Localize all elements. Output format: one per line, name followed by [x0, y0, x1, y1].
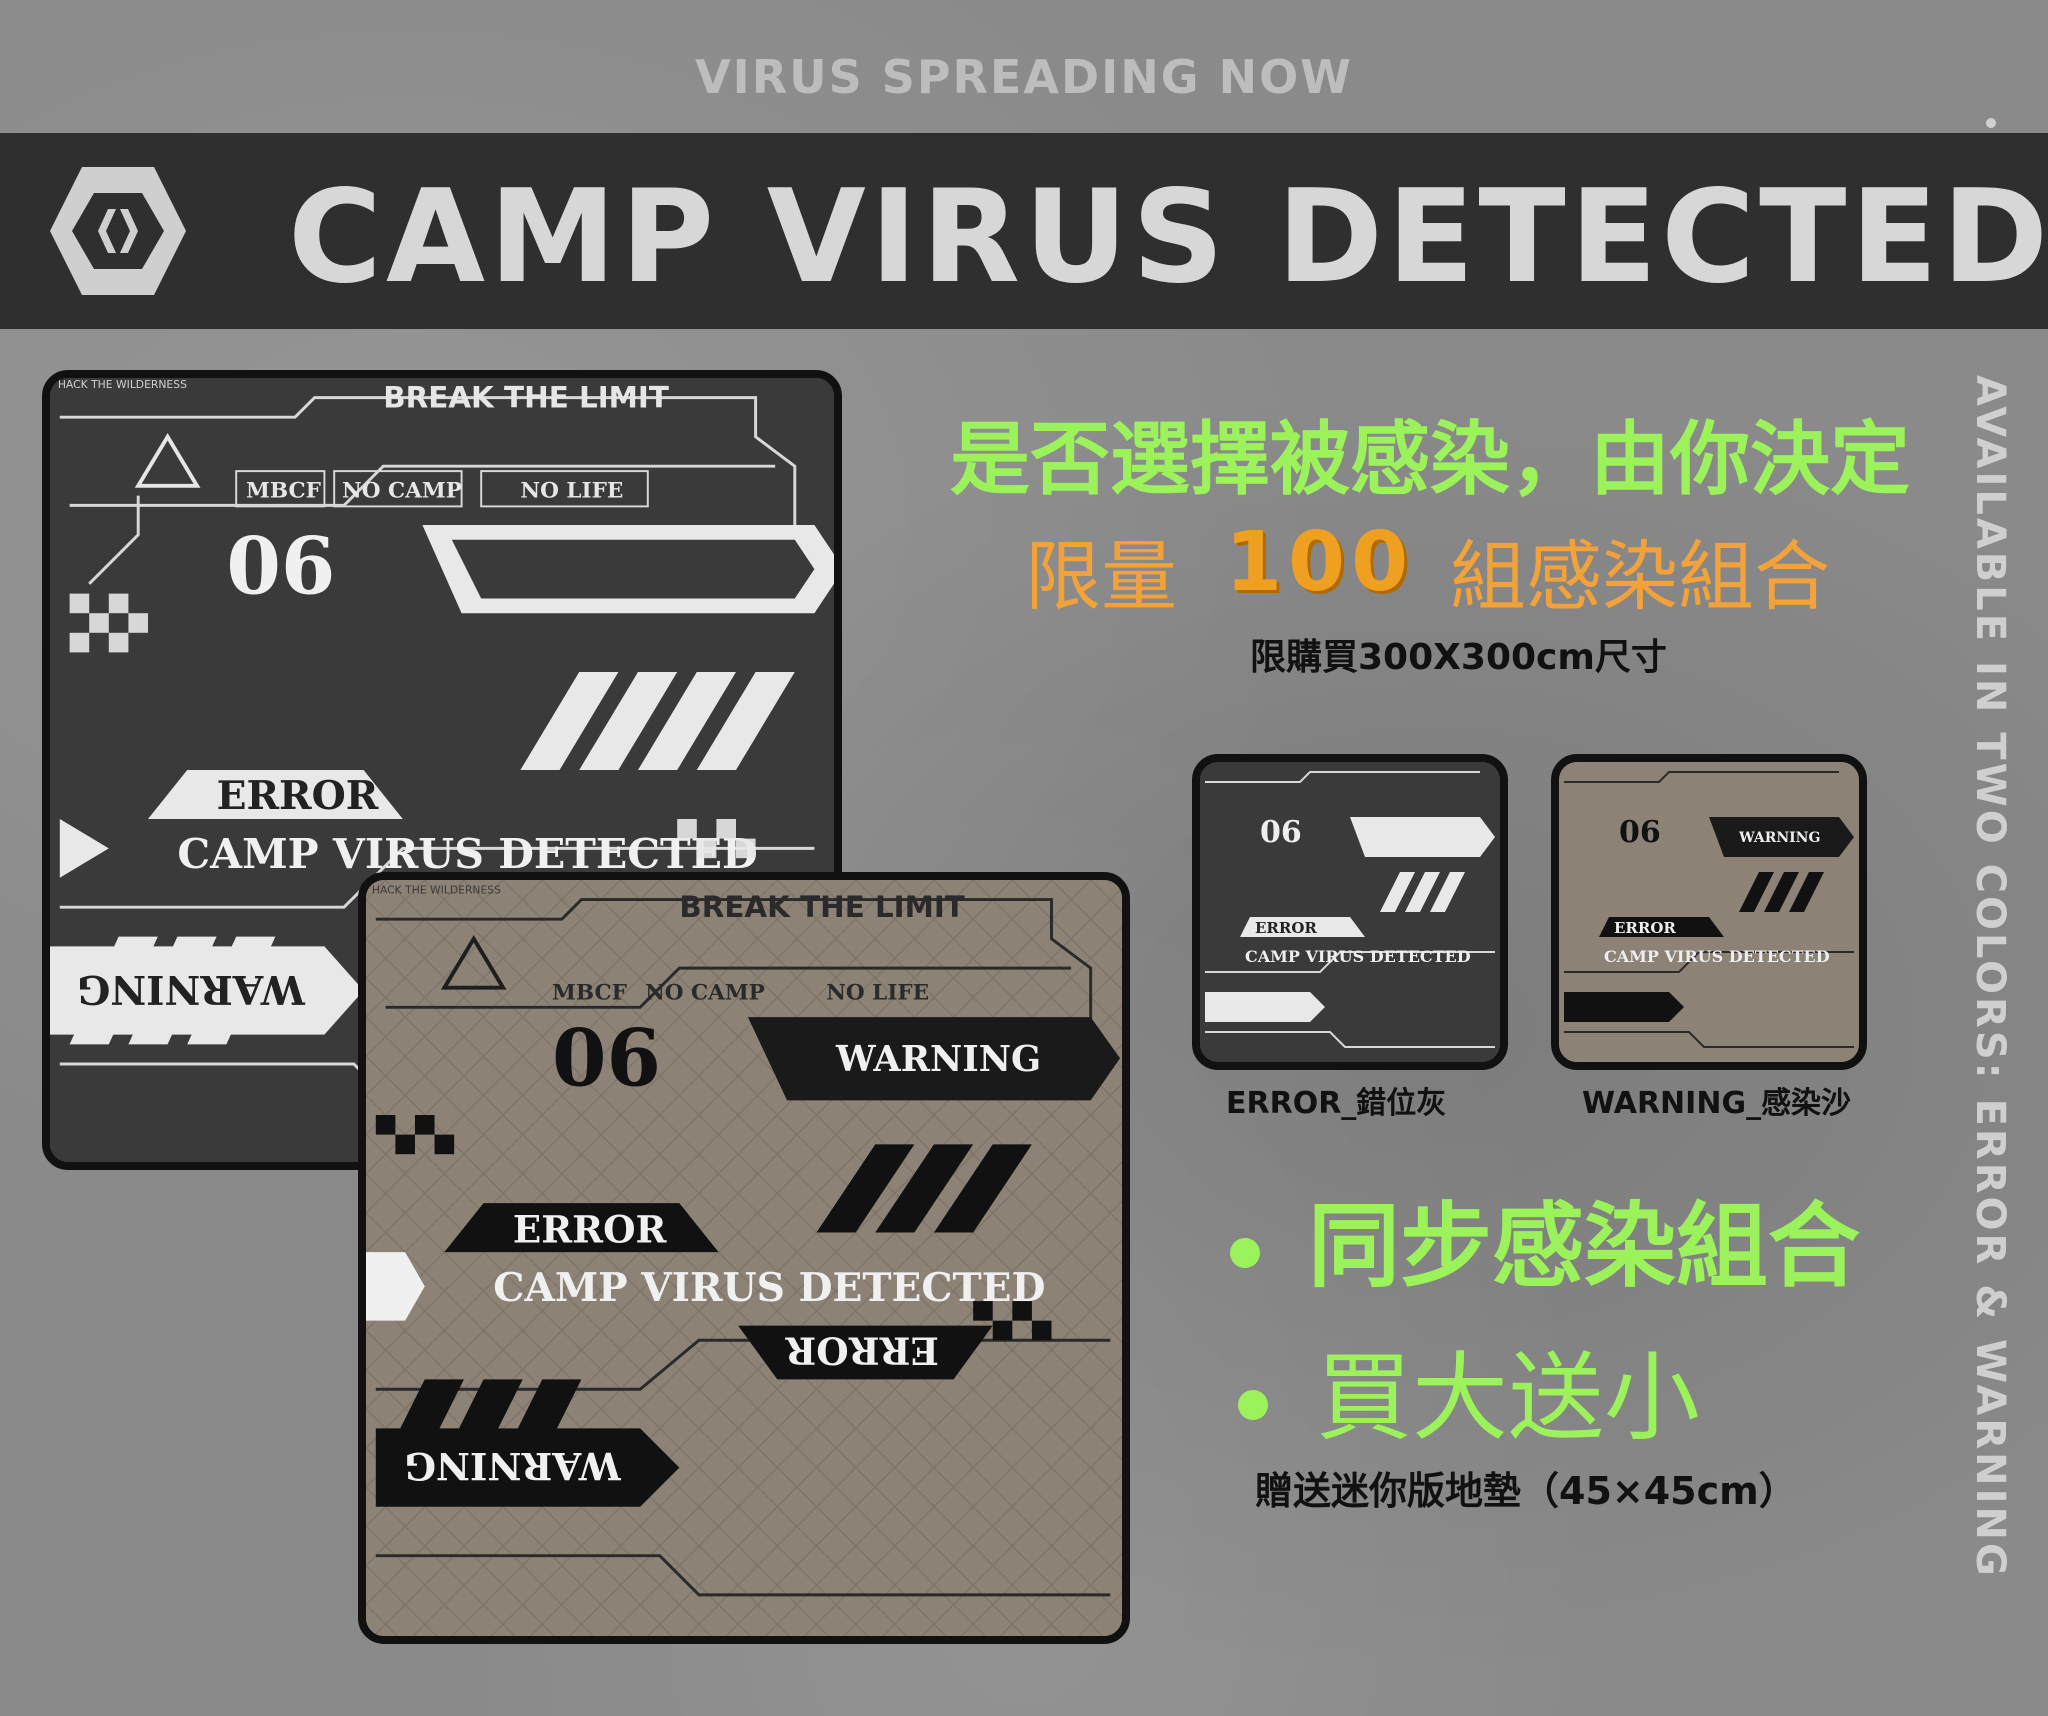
sand-number: 06: [552, 1013, 661, 1105]
size-note: 限購買300X300cm尺寸: [1250, 637, 1667, 678]
thumb2-number: 06: [1619, 815, 1661, 850]
bullet-dot-icon: [1230, 1237, 1260, 1268]
sand-no-camp: NO CAMP: [645, 980, 765, 1005]
sand-break-the-limit: BREAK THE LIMIT: [679, 890, 964, 924]
top-caption: VIRUS SPREADING NOW: [695, 50, 1353, 104]
sand-camp-virus-detected: CAMP VIRUS DETECTED: [493, 1265, 1045, 1311]
limit-number: 100: [1225, 515, 1415, 610]
mat-no-life: NO LIFE: [520, 479, 623, 504]
vertical-side-text: AVAILABLE IN TWO COLORS: ERROR & WARNING: [1967, 375, 2013, 1579]
sand-warning-flipped: WARNING: [404, 1444, 621, 1488]
sand-error: ERROR: [513, 1207, 668, 1251]
mat-mbcf: MBCF: [246, 479, 322, 504]
warning-mat-thumbnail[interactable]: 06 WARNING ERROR CAMP VIRUS DETECTED: [1551, 754, 1867, 1070]
thumb1-camp-virus: CAMP VIRUS DETECTED: [1245, 947, 1471, 966]
error-thumbnail-art: 06 ERROR CAMP VIRUS DETECTED: [1200, 762, 1500, 1062]
warning-mat-large: BREAK THE LIMIT HACK THE WILDERNESS MBCF…: [358, 872, 1130, 1644]
sand-warning: WARNING: [835, 1039, 1041, 1080]
thumb1-number: 06: [1260, 815, 1302, 850]
variant-label-warning: WARNING_感染沙: [1582, 1086, 1852, 1121]
variant-label-error: ERROR_錯位灰: [1226, 1086, 1447, 1121]
limit-prefix: 限量: [1025, 532, 1177, 621]
mat-hack-text: HACK THE WILDERNESS: [58, 378, 187, 391]
warning-mat-art: BREAK THE LIMIT HACK THE WILDERNESS MBCF…: [366, 880, 1122, 1636]
bullet-text: 買大送小: [1316, 1342, 1700, 1454]
camp-hexagon-logo-icon: [50, 167, 186, 295]
mat-no-camp: NO CAMP: [342, 479, 462, 504]
limit-suffix: 組感染組合: [1450, 532, 1830, 621]
sand-mbcf: MBCF: [552, 980, 627, 1005]
promo-headline: 是否選擇被感染，由你決定: [950, 413, 1910, 506]
thumb2-warning: WARNING: [1738, 830, 1820, 846]
sand-error-flipped: ERROR: [784, 1328, 939, 1372]
sand-hack-text: HACK THE WILDERNESS: [372, 884, 501, 897]
sand-no-life: NO LIFE: [826, 980, 929, 1005]
mat-camp-virus-detected: CAMP VIRUS DETECTED: [177, 829, 757, 878]
gift-note: 贈送迷你版地墊（45×45cm）: [1255, 1469, 1797, 1513]
title-banner: CAMP VIRUS DETECTED: [0, 133, 2048, 329]
bullet-text: 同步感染組合: [1308, 1193, 1861, 1300]
mat-error: ERROR: [217, 773, 379, 819]
thumb1-error: ERROR: [1255, 919, 1317, 937]
page-title: CAMP VIRUS DETECTED: [288, 163, 2048, 312]
bullet-dot-icon: [1238, 1389, 1268, 1420]
mat-break-the-limit: BREAK THE LIMIT: [383, 380, 669, 414]
mat-number: 06: [226, 521, 335, 613]
error-mat-thumbnail[interactable]: 06 ERROR CAMP VIRUS DETECTED: [1192, 754, 1508, 1070]
thumb2-camp-virus: CAMP VIRUS DETECTED: [1604, 947, 1830, 966]
mat-warning-flipped: WARNING: [77, 966, 306, 1012]
thumb2-error: ERROR: [1614, 919, 1676, 937]
warning-thumbnail-art: 06 WARNING ERROR CAMP VIRUS DETECTED: [1559, 762, 1859, 1062]
decorative-dot: [1986, 118, 1996, 128]
bullet-item: 同步感染組合: [1230, 1172, 1860, 1305]
bullet-item: 買大送小: [1238, 1320, 1700, 1459]
